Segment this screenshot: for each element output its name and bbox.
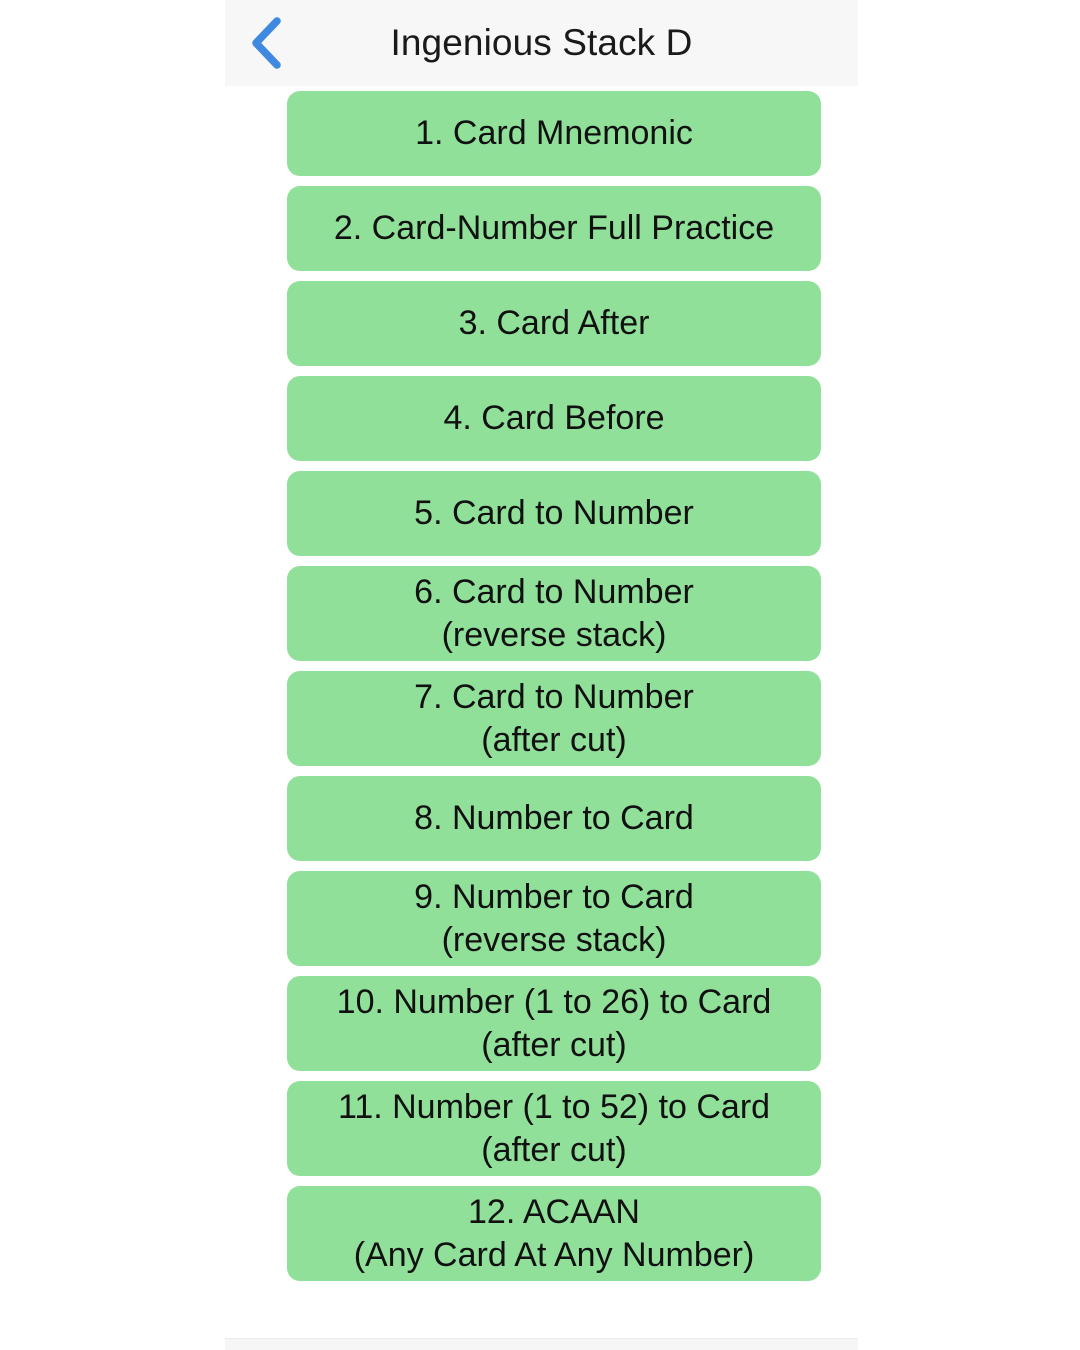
menu-item-12-acaan[interactable]: 12. ACAAN (Any Card At Any Number)	[287, 1186, 821, 1281]
menu-item-label: 12. ACAAN (Any Card At Any Number)	[353, 1192, 755, 1274]
menu-item-label: 8. Number to Card	[414, 799, 694, 837]
menu-item-label: 6. Card to Number (reverse stack)	[414, 572, 694, 654]
menu-item-4-card-before[interactable]: 4. Card Before	[287, 376, 821, 461]
menu-item-11-number-1-to-52-to-card-after-cut[interactable]: 11. Number (1 to 52) to Card (after cut)	[287, 1081, 821, 1176]
chevron-left-icon	[248, 17, 282, 69]
menu-item-label: 11. Number (1 to 52) to Card (after cut)	[337, 1087, 771, 1169]
menu-item-label: 7. Card to Number (after cut)	[414, 677, 694, 759]
menu-item-label: 5. Card to Number	[414, 494, 694, 532]
menu-item-7-card-to-number-after-cut[interactable]: 7. Card to Number (after cut)	[287, 671, 821, 766]
menu-item-3-card-after[interactable]: 3. Card After	[287, 281, 821, 366]
menu-item-label: 9. Number to Card (reverse stack)	[414, 877, 694, 959]
navigation-bar: Ingenious Stack D	[225, 0, 858, 86]
menu-item-label: 2. Card-Number Full Practice	[333, 209, 775, 247]
menu-item-label: 4. Card Before	[443, 399, 665, 437]
menu-item-label: 10. Number (1 to 26) to Card (after cut)	[336, 982, 772, 1064]
menu-item-label: 1. Card Mnemonic	[415, 114, 693, 152]
menu-list: 1. Card Mnemonic 2. Card-Number Full Pra…	[287, 91, 821, 1291]
menu-item-5-card-to-number[interactable]: 5. Card to Number	[287, 471, 821, 556]
menu-item-1-card-mnemonic[interactable]: 1. Card Mnemonic	[287, 91, 821, 176]
menu-item-8-number-to-card[interactable]: 8. Number to Card	[287, 776, 821, 861]
menu-item-2-card-number-full-practice[interactable]: 2. Card-Number Full Practice	[287, 186, 821, 271]
bottom-divider	[225, 1338, 858, 1350]
menu-item-10-number-1-to-26-to-card-after-cut[interactable]: 10. Number (1 to 26) to Card (after cut)	[287, 976, 821, 1071]
page-title: Ingenious Stack D	[390, 22, 693, 63]
menu-item-6-card-to-number-reverse-stack[interactable]: 6. Card to Number (reverse stack)	[287, 566, 821, 661]
menu-item-label: 3. Card After	[458, 304, 650, 342]
menu-item-9-number-to-card-reverse-stack[interactable]: 9. Number to Card (reverse stack)	[287, 871, 821, 966]
back-button[interactable]	[225, 0, 305, 86]
